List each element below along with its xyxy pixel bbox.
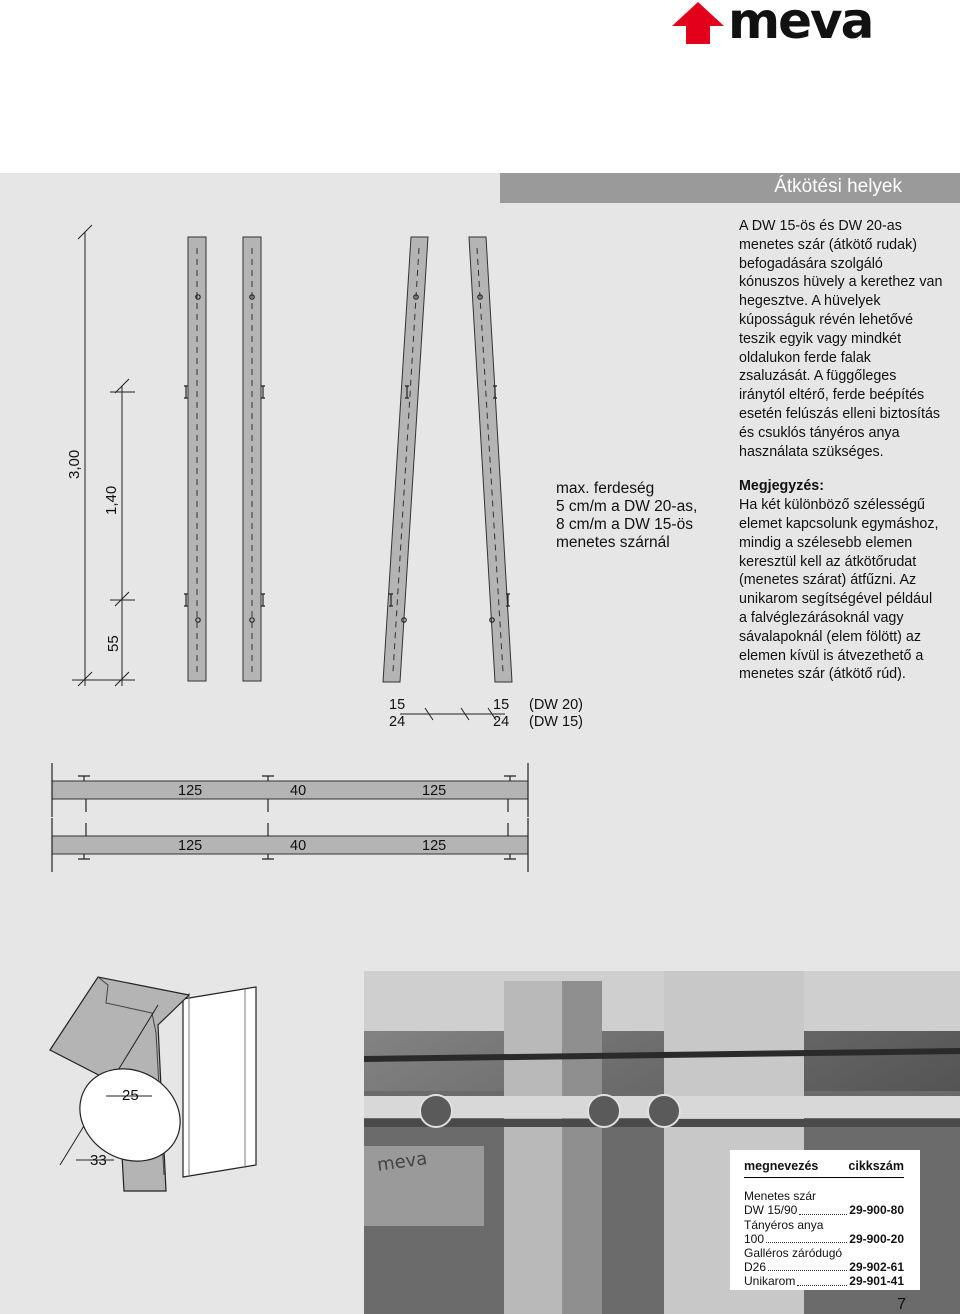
col-name-header: megnevezés (744, 1159, 819, 1173)
brand-wordmark: meva (728, 0, 874, 50)
max-slope-line: menetes szárnál (556, 534, 670, 551)
max-slope-line: max. ferdeség (556, 480, 655, 497)
detail-dim-25: 25 (122, 1087, 139, 1104)
dim-mid-height: 1,40 (103, 485, 120, 515)
meva-triangle-icon (672, 2, 724, 44)
table-row: Menetes szár (744, 1189, 904, 1203)
plan-top-dim-3: 125 (422, 783, 447, 799)
parts-table-header: megnevezés cikkszám (744, 1159, 904, 1179)
part-name: DW 15/90 (744, 1203, 798, 1218)
conical-sleeve-detail (49, 976, 257, 1192)
detail-dim-33: 33 (90, 1152, 107, 1169)
dim-bottom-height: 55 (105, 635, 122, 652)
offset-dimensions (400, 707, 505, 721)
max-slope-line: 8 cm/m a DW 15-ös (556, 516, 693, 533)
page-number: 7 (897, 1296, 906, 1313)
section-title: Átkötési helyek (774, 176, 902, 197)
right-offset-dw15: 24 (493, 714, 510, 730)
part-code: 29-902-61 (849, 1260, 904, 1275)
part-name: 100 (744, 1231, 765, 1246)
col-code-header: cikkszám (848, 1159, 904, 1173)
meva-logo: meva (672, 0, 902, 50)
part-code: 29-900-20 (849, 1231, 904, 1246)
dw15-label: (DW 15) (529, 714, 583, 730)
inclined-elements (382, 236, 513, 683)
table-row: 100 29-900-20 (744, 1232, 904, 1246)
description-text: A DW 15-ös és DW 20-as menetes szár (átk… (739, 217, 944, 684)
section-header-bar (500, 173, 960, 203)
plan-bottom-dim-3: 125 (422, 838, 447, 854)
left-offset-dw20: 15 (389, 697, 406, 713)
description-paragraph: A DW 15-ös és DW 20-as menetes szár (átk… (739, 218, 943, 460)
note-heading: Megjegyzés: (739, 478, 825, 495)
plan-top-dim-1: 125 (178, 783, 203, 799)
table-row: DW 15/90 29-900-80 (744, 1203, 904, 1217)
part-code: 29-900-80 (849, 1203, 904, 1218)
parts-table-box (730, 1150, 920, 1290)
max-slope-line: 5 cm/m a DW 20-as, (556, 498, 698, 515)
part-name: Tányéros anya (744, 1217, 824, 1232)
plan-top-dim-2: 40 (290, 783, 307, 799)
part-name: Menetes szár (744, 1189, 817, 1204)
plan-bottom-dim-1: 125 (178, 838, 203, 854)
note-paragraph: Ha két különböző szélességű elemet kapcs… (739, 497, 939, 683)
dw20-label: (DW 20) (529, 697, 583, 713)
part-name: Unikarom (744, 1274, 796, 1289)
part-name: Galléros záródugó (744, 1246, 843, 1261)
max-slope-note: max. ferdeség 5 cm/m a DW 20-as, 8 cm/m … (556, 480, 697, 552)
table-row: D26 29-902-61 (744, 1260, 904, 1274)
table-row: Galléros záródugó (744, 1246, 904, 1260)
table-row: Unikarom 29-901-41 (744, 1274, 904, 1288)
part-name: D26 (744, 1260, 767, 1275)
vertical-elements (184, 236, 265, 682)
dimension-lines (72, 224, 135, 687)
parts-table: megnevezés cikkszám Menetes szár DW 15/9… (744, 1159, 904, 1289)
dim-total-height: 3,00 (66, 449, 83, 479)
tie-rod-drawing (51, 224, 529, 872)
plan-bottom-dim-2: 40 (290, 838, 307, 854)
left-offset-dw15: 24 (389, 714, 406, 730)
part-code: 29-901-41 (849, 1274, 904, 1289)
table-row: Tányéros anya (744, 1218, 904, 1232)
right-offset-dw20: 15 (493, 697, 510, 713)
plan-view-strips (51, 763, 529, 872)
